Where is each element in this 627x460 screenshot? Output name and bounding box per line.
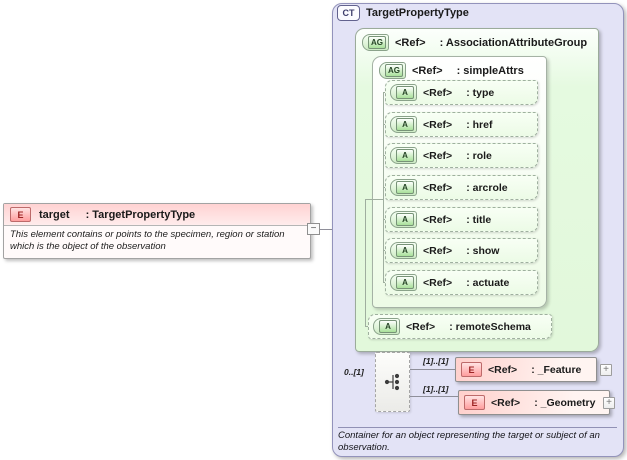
attribute-node-title[interactable]: A <Ref> : title	[385, 207, 538, 232]
attribute-name: : href	[466, 118, 493, 131]
element-node-feature[interactable]: E <Ref> : _Feature	[455, 357, 597, 382]
attribute-group-header: AG <Ref> : simpleAttrs	[373, 57, 546, 79]
attribute-name: : role	[466, 149, 492, 162]
group-name: : AssociationAttributeGroup	[439, 36, 588, 49]
complex-type-header: CT TargetPropertyType	[337, 5, 469, 21]
ref-label: <Ref>	[423, 118, 453, 131]
element-node-target[interactable]: E target : TargetPropertyType This eleme…	[3, 203, 311, 259]
element-icon: E	[10, 207, 31, 222]
attribute-icon: A	[390, 179, 417, 196]
attribute-group-icon: AG	[379, 62, 406, 79]
attribute-name: : show	[466, 244, 500, 257]
attribute-node-actuate[interactable]: A <Ref> : actuate	[385, 270, 538, 295]
expand-button-feature[interactable]: +	[600, 364, 612, 376]
attribute-icon: A	[390, 84, 417, 101]
ref-label: <Ref>	[491, 396, 521, 409]
attribute-node-type[interactable]: A <Ref> : type	[385, 80, 538, 105]
attribute-name: : remoteSchema	[449, 320, 531, 333]
element-node-geometry[interactable]: E <Ref> : _Geometry	[458, 390, 610, 415]
complex-type-icon: CT	[337, 5, 360, 21]
ref-label: <Ref>	[423, 86, 453, 99]
ref-label: <Ref>	[488, 363, 518, 376]
ref-label: <Ref>	[423, 244, 453, 257]
tree-line	[383, 124, 386, 125]
attribute-icon: A	[390, 242, 417, 259]
tree-line	[383, 219, 386, 220]
attribute-node-arcrole[interactable]: A <Ref> : arcrole	[385, 175, 538, 200]
tree-line	[383, 155, 386, 156]
element-name: : _Geometry	[534, 396, 596, 409]
attribute-icon: A	[390, 147, 417, 164]
tree-line	[383, 282, 386, 283]
element-icon: E	[464, 395, 485, 410]
connector-line	[320, 229, 343, 230]
choice-occurrence: 0..[1]	[344, 367, 364, 377]
attribute-group-header: AG <Ref> : AssociationAttributeGroup	[356, 29, 598, 51]
attribute-name: : arcrole	[466, 181, 508, 194]
complex-type-annotation: Container for an object representing the…	[338, 430, 600, 453]
attribute-name: : title	[466, 213, 492, 226]
ref-label: <Ref>	[423, 149, 453, 162]
attribute-icon: A	[390, 211, 417, 228]
tree-line	[383, 92, 386, 93]
ref-label: <Ref>	[395, 36, 426, 49]
element-annotation: This element contains or points to the s…	[10, 229, 285, 253]
ref-label: <Ref>	[412, 64, 443, 77]
choice-icon	[384, 373, 399, 391]
choice-compositor[interactable]	[375, 352, 410, 412]
attribute-icon: A	[390, 274, 417, 291]
attribute-icon: A	[390, 116, 417, 133]
ref-label: <Ref>	[423, 276, 453, 289]
tree-line	[383, 250, 386, 251]
branch-occurrence: [1]..[1]	[423, 384, 449, 394]
attribute-icon: A	[373, 318, 400, 335]
element-name: target	[39, 208, 70, 221]
expand-button-geometry[interactable]: +	[603, 397, 615, 409]
attribute-node-href[interactable]: A <Ref> : href	[385, 112, 538, 137]
connector-line	[410, 396, 458, 397]
element-type: : TargetPropertyType	[85, 208, 196, 221]
collapse-toggle[interactable]: −	[307, 223, 320, 235]
element-node-header: E target : TargetPropertyType	[4, 204, 310, 226]
ref-label: <Ref>	[406, 320, 436, 333]
element-name: : _Feature	[531, 363, 582, 376]
element-icon: E	[461, 362, 482, 377]
attribute-name: : type	[466, 86, 495, 99]
group-name: : simpleAttrs	[456, 64, 524, 77]
complex-type-title: TargetPropertyType	[366, 7, 469, 19]
attribute-group-icon: AG	[362, 34, 389, 51]
divider	[338, 427, 617, 428]
tree-line	[365, 326, 370, 327]
tree-line	[383, 187, 386, 188]
attribute-node-role[interactable]: A <Ref> : role	[385, 143, 538, 168]
tree-line	[365, 199, 366, 326]
branch-occurrence: [1]..[1]	[423, 356, 449, 366]
ref-label: <Ref>	[423, 213, 453, 226]
connector-line	[410, 369, 455, 370]
ref-label: <Ref>	[423, 181, 453, 194]
attribute-node-remoteschema[interactable]: A <Ref> : remoteSchema	[368, 314, 552, 339]
attribute-node-show[interactable]: A <Ref> : show	[385, 238, 538, 263]
tree-line	[365, 199, 383, 200]
attribute-name: : actuate	[466, 276, 510, 289]
